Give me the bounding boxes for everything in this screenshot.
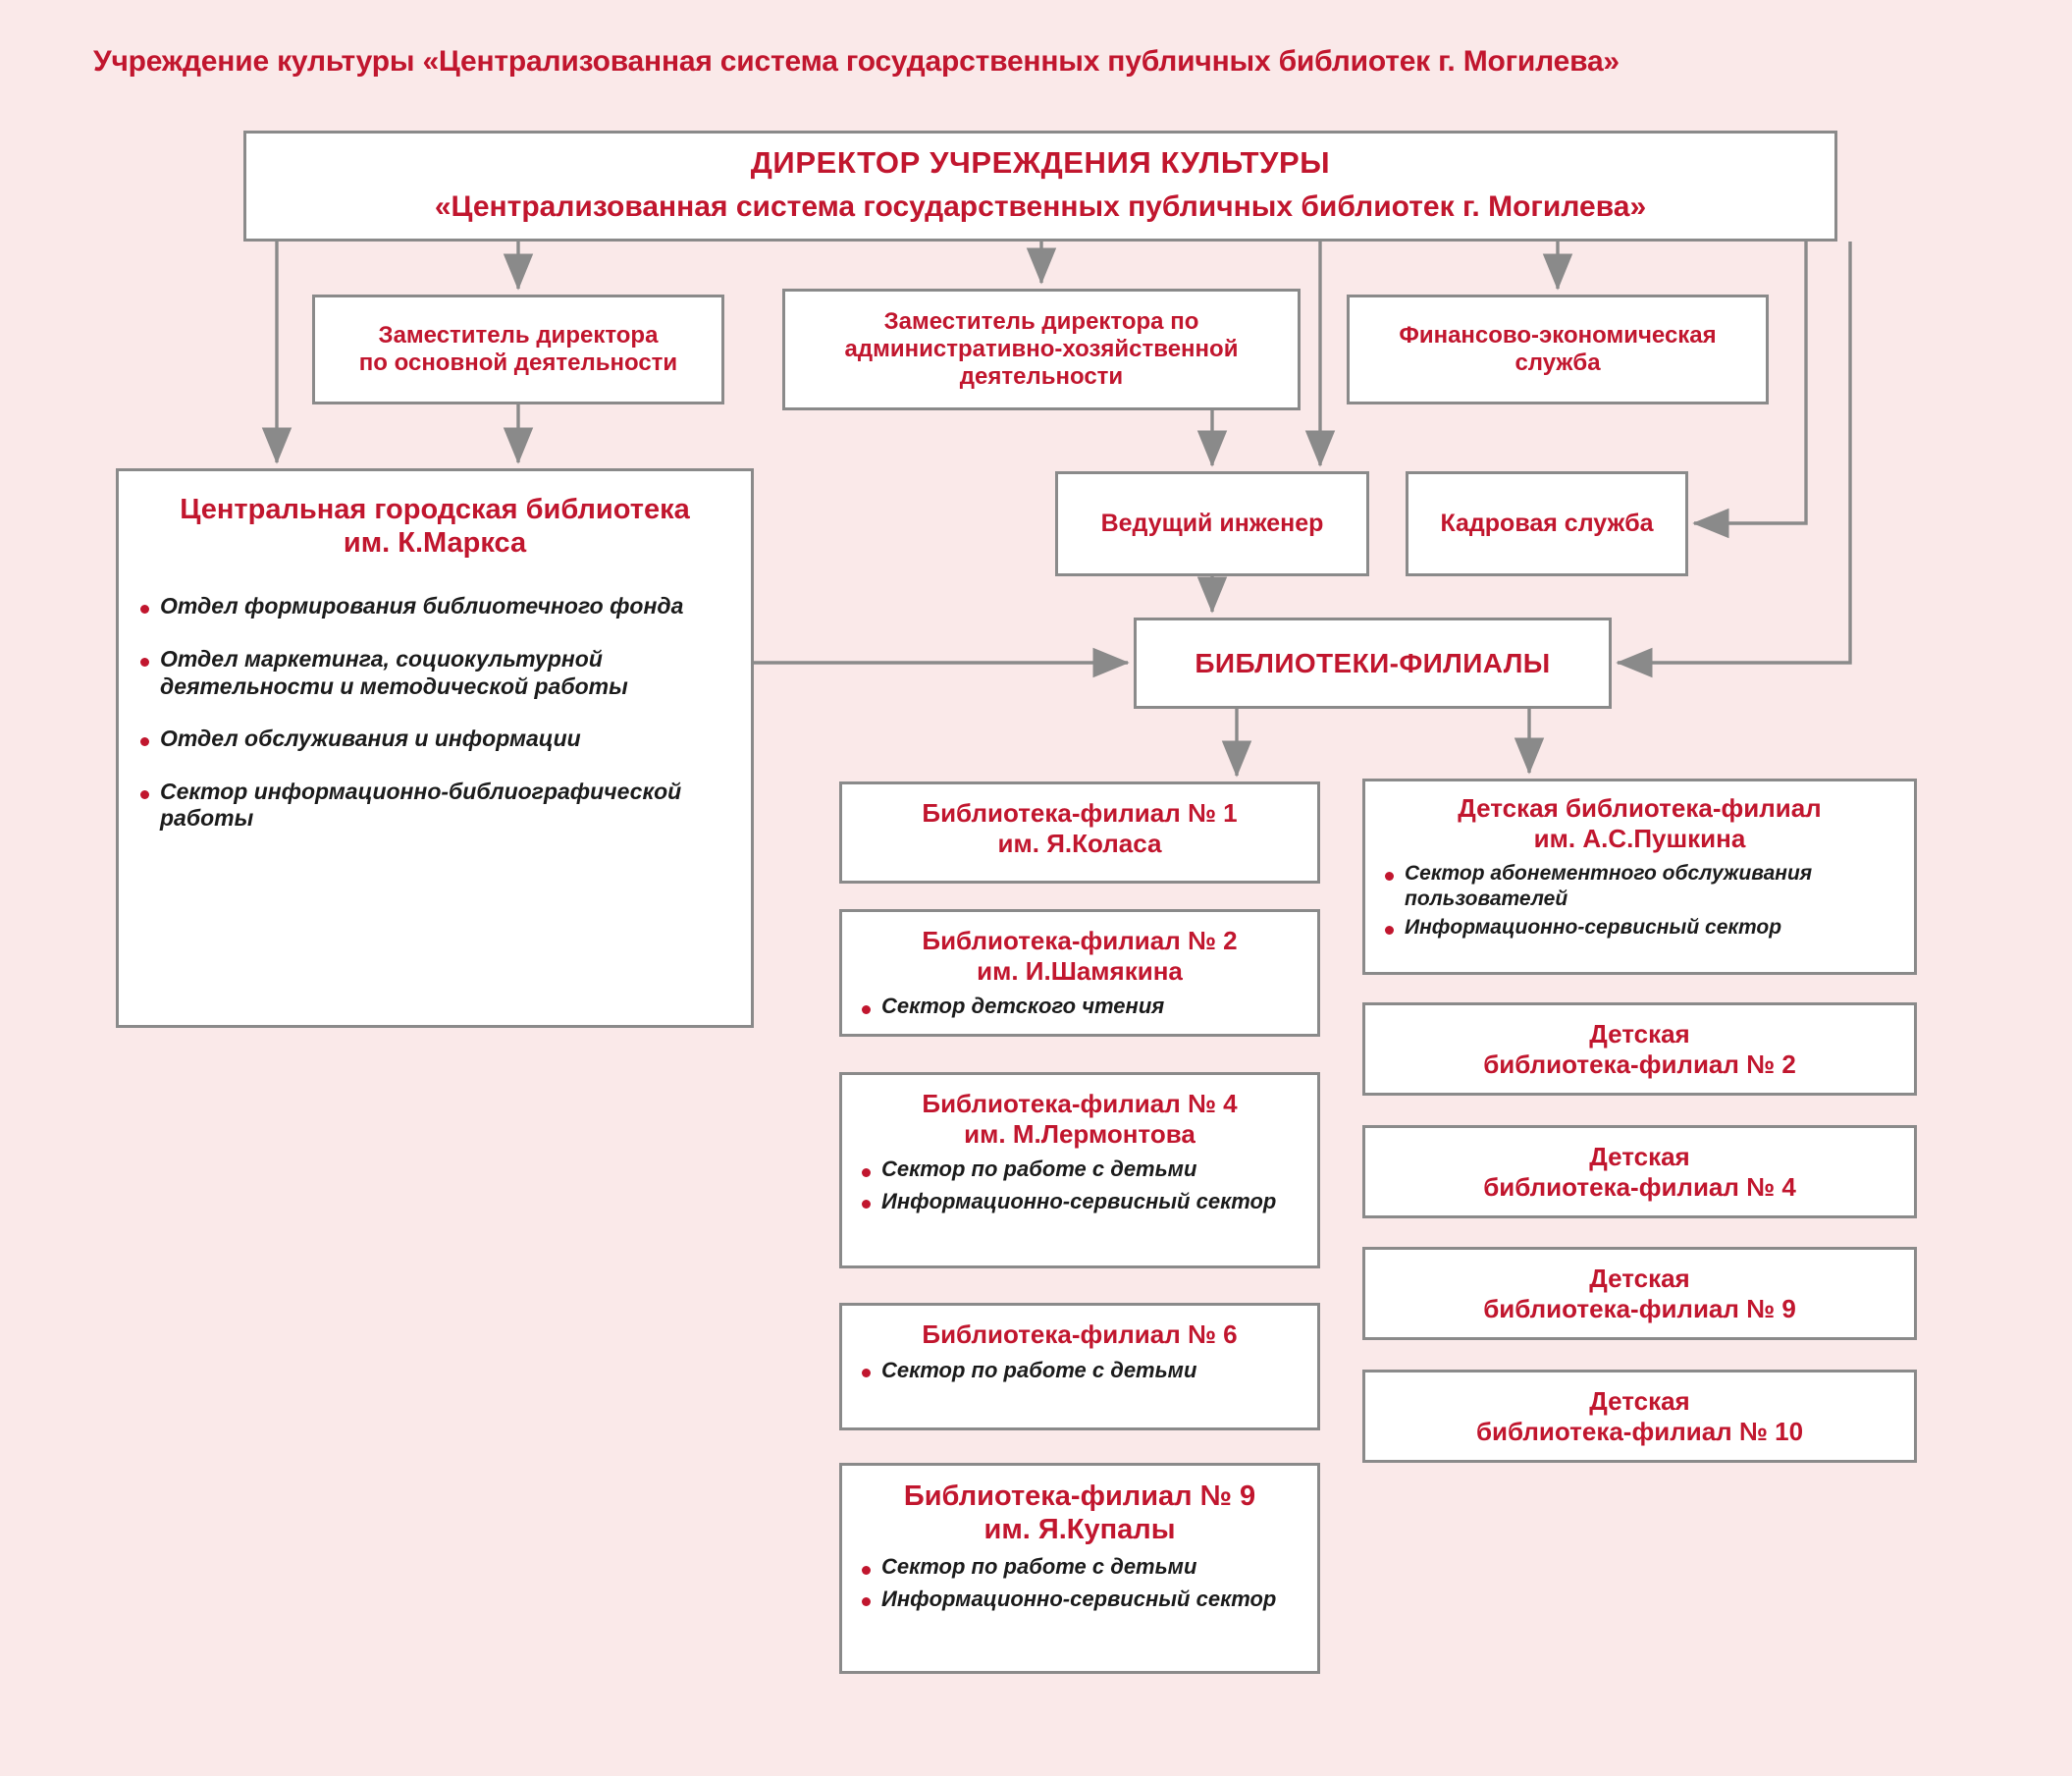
childrens-library-pushkin-sectors: Сектор абонементного обслуживания пользо… [1379, 861, 1900, 940]
box-hr-service[interactable]: Кадровая служба [1406, 471, 1688, 576]
box-central-city-library[interactable]: Центральная городская библиотека им. К.М… [116, 468, 754, 1028]
list-item: Отдел маркетинга, социокультурной деятел… [134, 646, 731, 700]
childrens-library-9-title: Детская библиотека-филиал № 9 [1483, 1263, 1796, 1323]
branch-library-2-sectors: Сектор детского чтения [856, 994, 1302, 1019]
page-title: Учреждение культуры «Централизованная си… [93, 45, 1620, 78]
lead-engineer-label: Ведущий инженер [1100, 509, 1324, 537]
box-deputy-director-admin[interactable]: Заместитель директора по административно… [782, 289, 1301, 410]
branch-library-6-title: Библиотека-филиал № 6 [922, 1319, 1238, 1349]
list-item: Сектор по работе с детьми [856, 1554, 1302, 1580]
childrens-library-10-title: Детская библиотека-филиал № 10 [1475, 1385, 1804, 1446]
box-childrens-library-pushkin[interactable]: Детская библиотека-филиал им. А.С.Пушкин… [1362, 779, 1917, 975]
box-lead-engineer[interactable]: Ведущий инженер [1055, 471, 1369, 576]
box-branch-library-1[interactable]: Библиотека-филиал № 1 им. Я.Коласа [839, 781, 1320, 884]
box-branch-library-4[interactable]: Библиотека-филиал № 4 им. М.Лермонтова С… [839, 1072, 1320, 1268]
list-item: Сектор по работе с детьми [856, 1157, 1302, 1182]
childrens-library-pushkin-title: Детская библиотека-филиал им. А.С.Пушкин… [1458, 793, 1822, 853]
branch-library-9-sectors: Сектор по работе с детьми Информационно-… [856, 1554, 1302, 1612]
hr-service-label: Кадровая служба [1440, 509, 1654, 537]
box-branch-library-2[interactable]: Библиотека-филиал № 2 им. И.Шамякина Сек… [839, 909, 1320, 1037]
financial-economic-service-label: Финансово-экономическая служба [1399, 321, 1717, 376]
box-childrens-library-10[interactable]: Детская библиотека-филиал № 10 [1362, 1370, 1917, 1463]
branch-library-4-title: Библиотека-филиал № 4 им. М.Лермонтова [922, 1089, 1238, 1149]
list-item: Информационно-сервисный сектор [856, 1587, 1302, 1612]
central-city-library-departments: Отдел формирования библиотечного фонда О… [134, 593, 731, 833]
list-item: Информационно-сервисный сектор [856, 1189, 1302, 1214]
childrens-library-4-title: Детская библиотека-филиал № 4 [1483, 1141, 1796, 1202]
list-item: Сектор по работе с детьми [856, 1358, 1302, 1383]
box-childrens-library-2[interactable]: Детская библиотека-филиал № 2 [1362, 1002, 1917, 1096]
central-city-library-title: Центральная городская библиотека им. К.М… [180, 494, 690, 560]
list-item: Сектор информационно-библиографической р… [134, 779, 731, 833]
box-director[interactable]: ДИРЕКТОР УЧРЕЖДЕНИЯ КУЛЬТУРЫ «Централизо… [243, 131, 1837, 242]
branch-library-9-title: Библиотека-филиал № 9 им. Я.Купалы [903, 1480, 1256, 1546]
branch-library-6-sectors: Сектор по работе с детьми [856, 1358, 1302, 1383]
branch-library-1-title: Библиотека-филиал № 1 им. Я.Коласа [922, 798, 1238, 858]
box-deputy-director-main[interactable]: Заместитель директора по основной деятел… [312, 295, 724, 404]
deputy-director-admin-label: Заместитель директора по административно… [844, 307, 1239, 391]
list-item: Сектор детского чтения [856, 994, 1302, 1019]
branch-libraries-hub-label: БИБЛИОТЕКИ-ФИЛИАЛЫ [1195, 647, 1551, 678]
branch-library-4-sectors: Сектор по работе с детьми Информационно-… [856, 1157, 1302, 1214]
box-branch-library-6[interactable]: Библиотека-филиал № 6 Сектор по работе с… [839, 1303, 1320, 1430]
deputy-director-main-label: Заместитель директора по основной деятел… [358, 321, 678, 376]
list-item: Сектор абонементного обслуживания пользо… [1379, 861, 1900, 910]
list-item: Отдел формирования библиотечного фонда [134, 593, 731, 620]
box-branch-libraries-hub[interactable]: БИБЛИОТЕКИ-ФИЛИАЛЫ [1134, 618, 1612, 709]
director-line2: «Централизованная система государственны… [434, 189, 1647, 223]
box-childrens-library-4[interactable]: Детская библиотека-филиал № 4 [1362, 1125, 1917, 1218]
list-item: Отдел обслуживания и информации [134, 726, 731, 753]
branch-library-2-title: Библиотека-филиал № 2 им. И.Шамякина [922, 926, 1238, 986]
list-item: Информационно-сервисный сектор [1379, 915, 1900, 940]
box-financial-economic-service[interactable]: Финансово-экономическая служба [1347, 295, 1769, 404]
childrens-library-2-title: Детская библиотека-филиал № 2 [1483, 1018, 1796, 1079]
director-line1: ДИРЕКТОР УЧРЕЖДЕНИЯ КУЛЬТУРЫ [750, 145, 1331, 180]
box-branch-library-9[interactable]: Библиотека-филиал № 9 им. Я.Купалы Секто… [839, 1463, 1320, 1674]
box-childrens-library-9[interactable]: Детская библиотека-филиал № 9 [1362, 1247, 1917, 1340]
